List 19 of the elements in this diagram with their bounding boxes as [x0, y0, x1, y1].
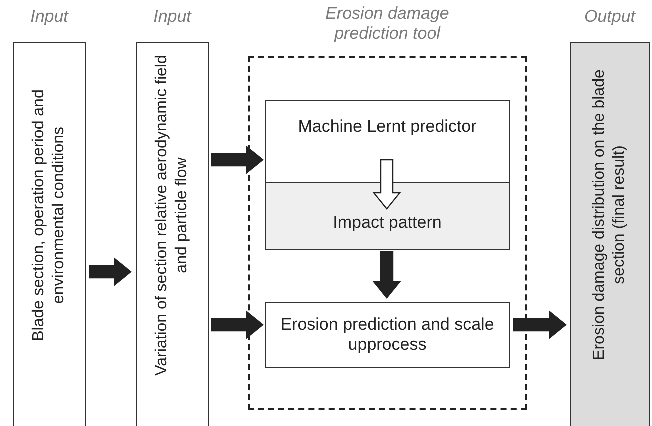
process-box: [265, 182, 510, 250]
block-arrow: [89, 258, 132, 286]
node-text: Erosion damage distribution on the blade section (final result): [590, 68, 628, 362]
column-heading: Output: [583, 7, 637, 27]
node-text: Machine Lernt predictor: [297, 116, 478, 138]
block-arrow: [513, 310, 567, 340]
node-text: Variation of section relative aerodynamic field and particle flow: [152, 54, 191, 378]
node-text: Blade section, operation period and environmental conditions: [29, 88, 68, 343]
process-box: [265, 100, 510, 183]
block-arrow: [211, 310, 264, 340]
process-box: [265, 302, 510, 368]
node-text: Impact pattern: [332, 212, 443, 234]
block-arrow: [372, 251, 402, 299]
column-heading: Erosion damage prediction tool: [324, 4, 450, 44]
node-text: Erosion prediction and scale upprocess: [280, 314, 496, 356]
column-heading: Input: [152, 7, 193, 27]
block-arrow: [372, 159, 402, 210]
block-arrow: [211, 146, 264, 174]
column-heading: Input: [30, 7, 70, 27]
